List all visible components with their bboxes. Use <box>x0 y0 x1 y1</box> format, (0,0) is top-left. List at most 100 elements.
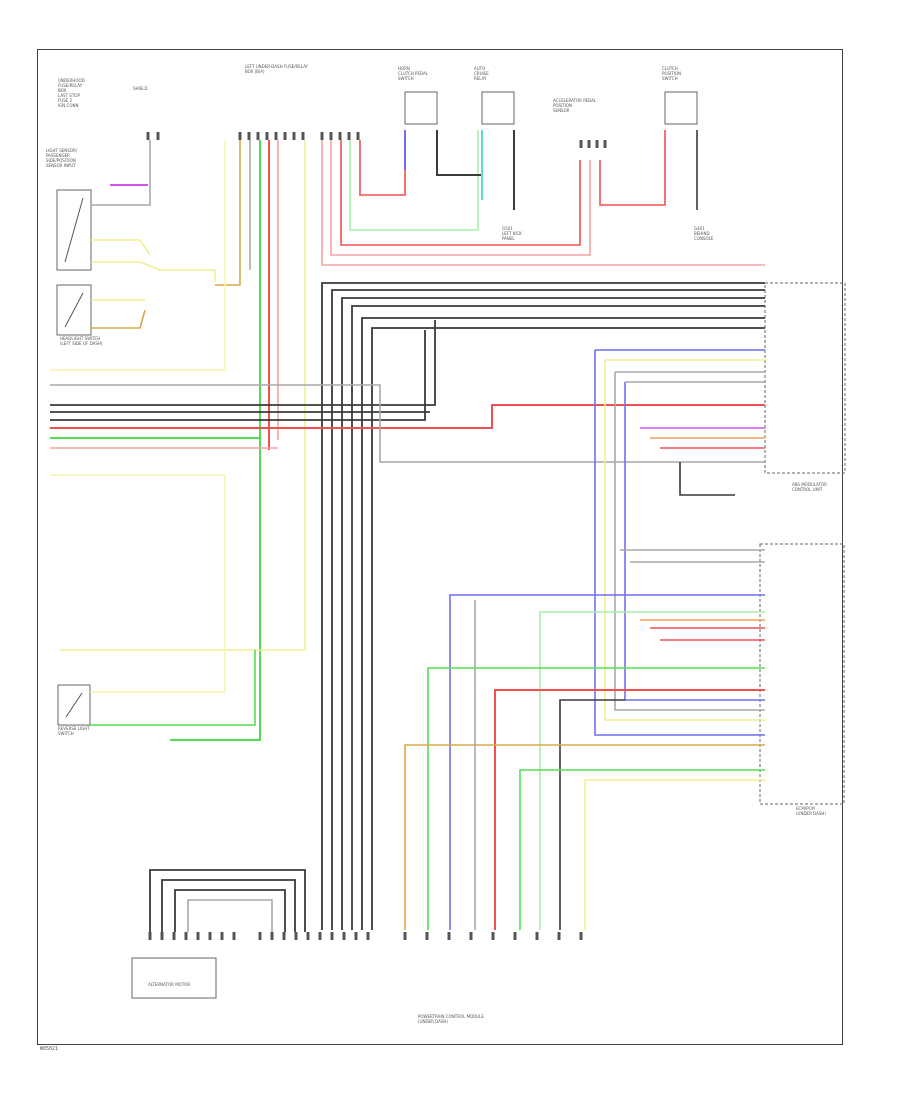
bottom-conn-c-pin <box>579 932 583 940</box>
ground-1-label: G501 LEFT KICK PANEL <box>502 226 522 241</box>
footer-code: W05021 <box>40 1046 59 1052</box>
wire-1 <box>215 140 241 286</box>
relay-4-label: ACCELERATOR PEDAL POSITION SENSOR <box>553 98 597 113</box>
left-sensor-a-label: LIGHT SENSOR/ PASSENGER SIDE/POSITION SE… <box>46 148 78 168</box>
wire-46 <box>449 594 765 930</box>
bottom-conn-b-pin <box>330 932 334 940</box>
wire-56 <box>584 779 765 930</box>
wire-19 <box>91 239 151 256</box>
wire-16 <box>599 130 666 206</box>
relay-2-label: AUTO CRUISE RELAY <box>474 66 489 81</box>
bottom-conn-c-pin <box>491 932 495 940</box>
top-connector-b-pin <box>320 132 324 140</box>
wire-9 <box>340 140 581 246</box>
relay-3-label: CLUTCH POSITION SWITCH <box>662 66 682 81</box>
top-connector-pin <box>283 132 287 140</box>
wire-24 <box>50 140 226 371</box>
ground-2-label: G401 BEHIND CONSOLE <box>694 226 714 241</box>
black-bus-3 <box>351 305 765 930</box>
bottom-conn-c-pin <box>513 932 517 940</box>
fuse-conn-pin <box>156 132 160 140</box>
reverse-switch-box <box>57 684 91 726</box>
wire-54 <box>404 744 765 930</box>
bottom-conn-c-pin <box>535 932 539 940</box>
top-connector-b-pin <box>347 132 351 140</box>
wire-13 <box>436 130 482 176</box>
lower-left-label: REVERSE LIGHT SWITCH <box>58 726 90 736</box>
wire-39 <box>679 462 735 496</box>
switch-block-b <box>56 284 92 336</box>
black-bus-0 <box>321 282 765 930</box>
app-sensor-conn-pin <box>595 140 599 148</box>
fuse-conn-pin <box>146 132 150 140</box>
top-connector-label: LEFT UNDER-DASH FUSE/RELAY BOX (B/A) <box>245 64 308 74</box>
wire-52 <box>494 689 765 930</box>
bottom-conn-b-pin <box>366 932 370 940</box>
top-connector-pin <box>274 132 278 140</box>
bottom-conn-a-pin <box>220 932 224 940</box>
bottom-conn-b-pin <box>258 932 262 940</box>
wire-47 <box>539 611 765 930</box>
wire-22 <box>91 309 146 329</box>
top-left-tag: SHIELD <box>133 86 148 91</box>
top-connector-pin <box>256 132 260 140</box>
wire-42 <box>614 372 765 711</box>
bottom-conn-b-pin <box>306 932 310 940</box>
top-connector-pin <box>238 132 242 140</box>
black-bus-1 <box>331 289 765 930</box>
wire-25 <box>50 320 436 406</box>
bottom-conn-a-pin <box>208 932 212 940</box>
reverse-switch-box-contact <box>65 692 83 718</box>
wire-28 <box>50 404 765 429</box>
bottom-left-label: ALTERNATOR MOTOR <box>148 982 191 987</box>
bottom-conn-c-pin <box>403 932 407 940</box>
top-connector-b-pin <box>356 132 360 140</box>
relay-2-box <box>481 91 515 125</box>
wire-59 <box>161 879 296 932</box>
bottom-conn-c-pin <box>425 932 429 940</box>
top-connector-pin <box>301 132 305 140</box>
ecm-outline <box>759 543 845 805</box>
black-bus-4 <box>361 317 765 930</box>
bottom-conn-a-pin <box>160 932 164 940</box>
app-sensor-conn-pin <box>603 140 607 148</box>
wire-51 <box>427 667 765 930</box>
wire-55 <box>519 769 765 930</box>
app-sensor-conn-pin <box>579 140 583 148</box>
switch-block-b-contact <box>64 292 84 328</box>
relay-3-box <box>664 91 698 125</box>
wire-58 <box>149 869 306 932</box>
bottom-conn-a-pin <box>184 932 188 940</box>
bottom-conn-b-pin <box>282 932 286 940</box>
bottom-conn-a-pin <box>172 932 176 940</box>
wire-8 <box>330 140 591 256</box>
wire-20 <box>91 261 216 282</box>
wire-41 <box>604 360 765 721</box>
top-connector-pin <box>292 132 296 140</box>
bottom-conn-a-pin <box>196 932 200 940</box>
relay-1-label: HORN CLUTCH PEDAL SWITCH <box>398 66 428 81</box>
bottom-conn-a-pin <box>232 932 236 940</box>
top-connector-pin <box>247 132 251 140</box>
top-connector-b-pin <box>329 132 333 140</box>
wire-10 <box>349 130 479 231</box>
wire-63 <box>90 650 256 726</box>
alternator-box <box>131 957 217 999</box>
wire-7 <box>321 140 765 266</box>
top-connector-pin <box>265 132 269 140</box>
bottom-conn-c-pin <box>469 932 473 940</box>
bottom-conn-b-pin <box>342 932 346 940</box>
top-connector-b-pin <box>338 132 342 140</box>
wire-27 <box>50 330 426 421</box>
bottom-conn-b-pin <box>294 932 298 940</box>
diagram-frame <box>37 49 843 1045</box>
module-1-label: ABS MODULATOR CONTROL UNIT <box>792 482 827 492</box>
wire-40 <box>594 350 765 736</box>
wire-43 <box>624 382 765 701</box>
bottom-conn-c-pin <box>447 932 451 940</box>
relay-1-box <box>404 91 438 125</box>
wire-61 <box>187 899 273 932</box>
wire-11 <box>359 130 406 196</box>
black-bus-5 <box>371 327 765 930</box>
